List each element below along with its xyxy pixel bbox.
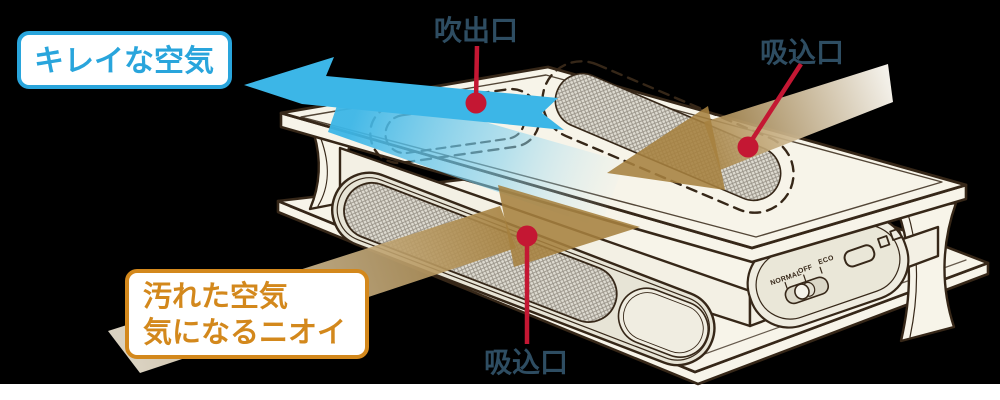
switch-label-eco: ECO [817, 254, 835, 266]
bottom-strip [0, 384, 1000, 400]
power-port-icon [843, 244, 876, 268]
indicator-square-2-icon [889, 227, 903, 241]
mode-slider-switch[interactable] [783, 275, 830, 305]
clean-air-stream [328, 82, 625, 228]
leader-dot-front-inlet-icon [516, 225, 538, 247]
clean-air-arrow-icon [244, 57, 564, 130]
switch-label-off: OFF [797, 264, 814, 276]
leader-line-blow-outlet [473, 45, 480, 102]
dirty-air-arrowhead-top-icon [607, 106, 725, 190]
leader-dots [465, 92, 759, 247]
leader-line-top-inlet [746, 62, 803, 148]
dirty-air-box-line1: 汚れた空気 [143, 279, 288, 313]
clean-air-callout-box: キレイな空気 [17, 31, 232, 89]
dirty-air-arrowhead-front-icon [498, 185, 640, 267]
clean-air-box-text: キレイな空気 [34, 45, 214, 78]
indicator-square-1-icon [877, 235, 891, 249]
label-top-suction-inlet: 吸込口 [760, 37, 844, 68]
clean-air-flow [244, 57, 625, 228]
leader-lines [473, 45, 803, 344]
clean-air-box-border [17, 31, 232, 89]
dirty-air-box-line2: 気になるニオイ [143, 316, 346, 349]
dirty-air-callout-box: 汚れた空気 気になるニオイ [125, 269, 369, 359]
dirty-air-box-border [125, 269, 369, 359]
leader-dot-blow-outlet-icon [465, 92, 487, 114]
leader-dot-top-inlet-icon [737, 136, 759, 158]
label-front-suction-inlet: 吸込口 [484, 347, 568, 378]
label-blow-outlet: 吹出口 [434, 15, 518, 46]
